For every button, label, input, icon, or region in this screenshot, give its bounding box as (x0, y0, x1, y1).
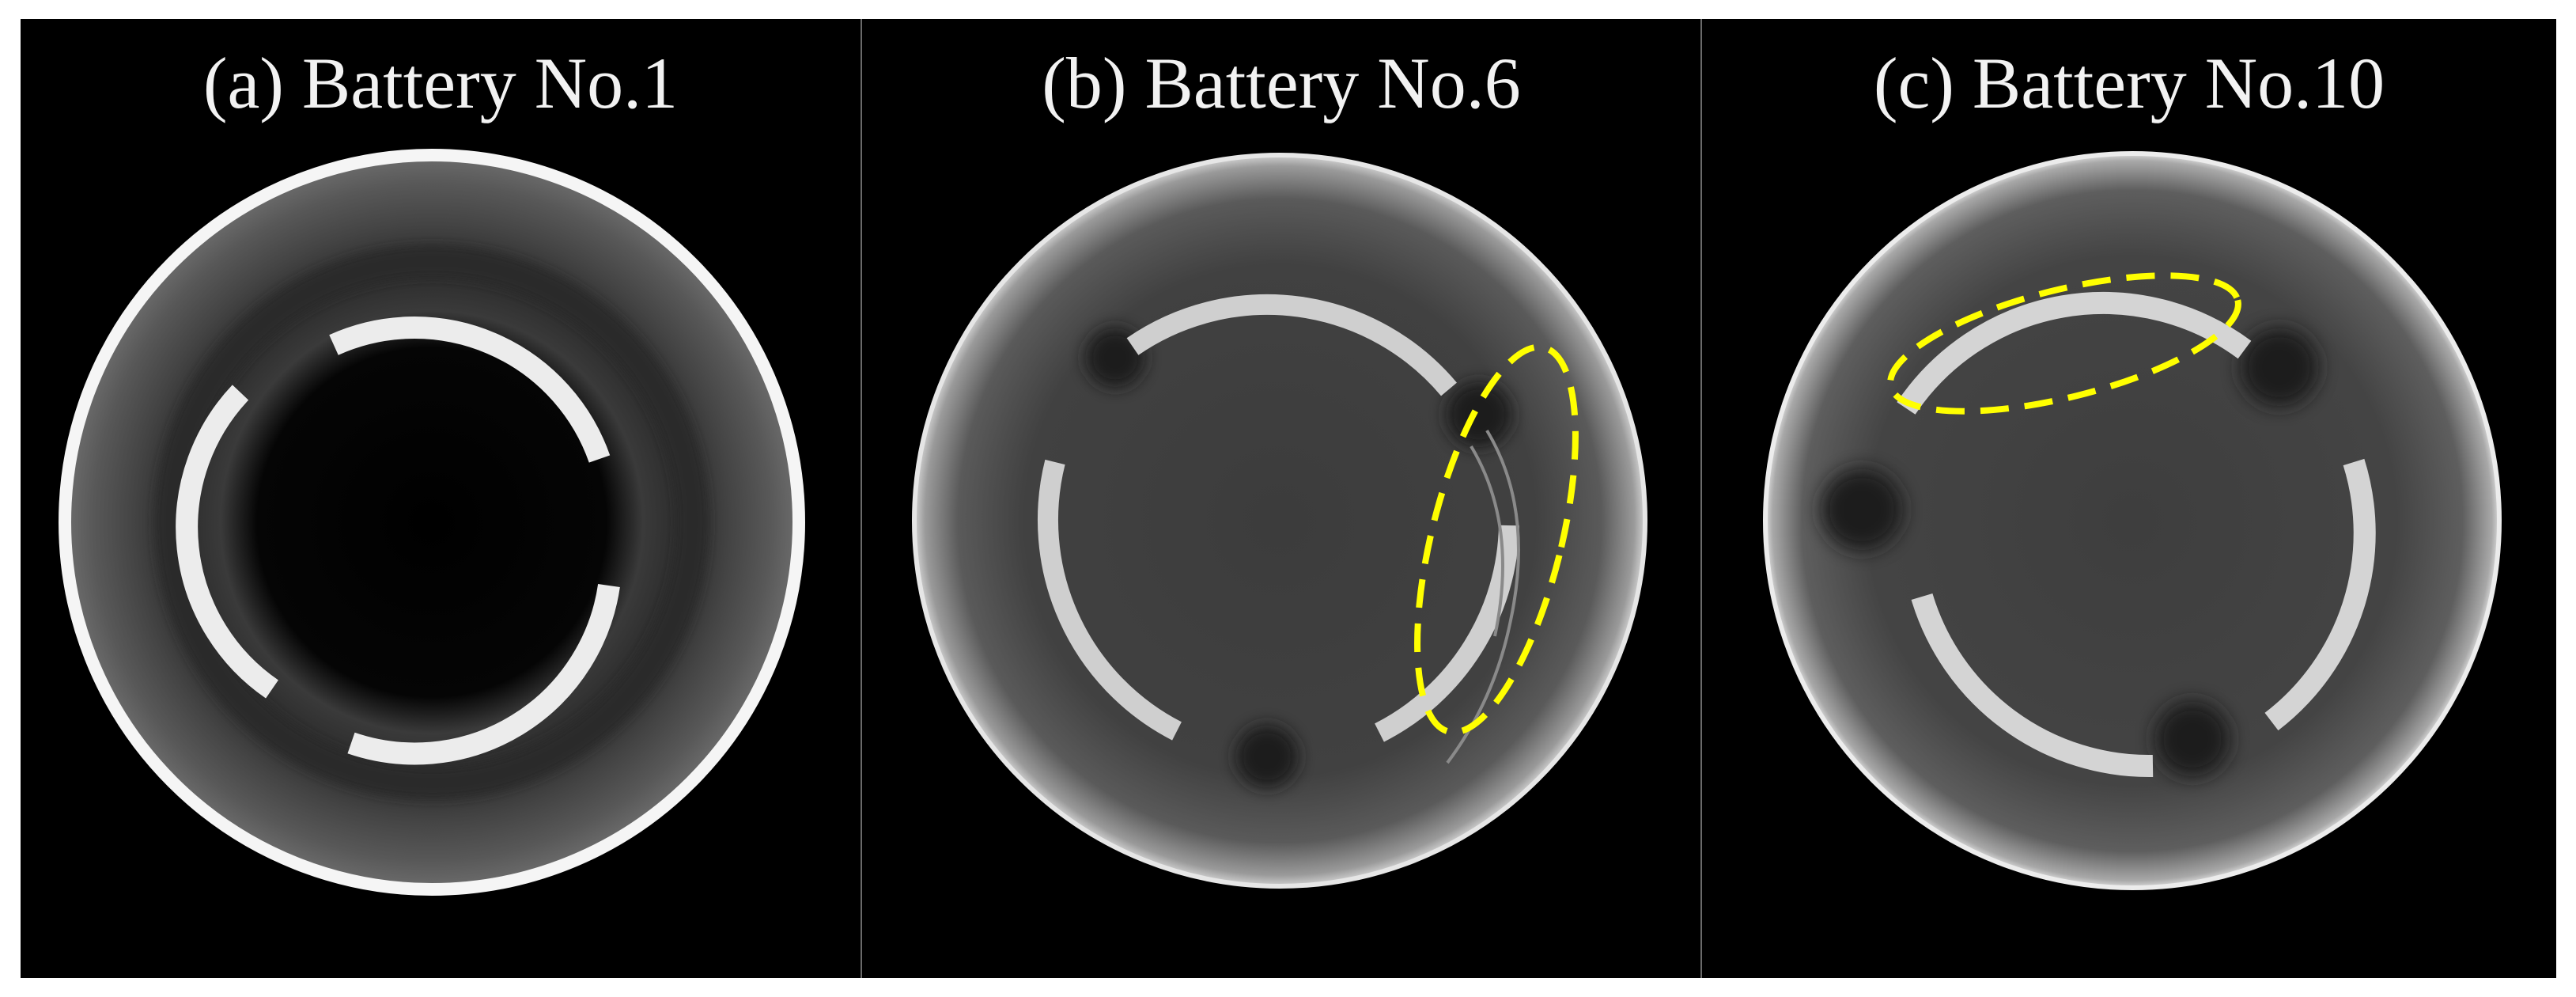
panel-b: (b) Battery No.6 (862, 19, 1700, 978)
ct-image-battery-10 (1763, 151, 2502, 890)
defect-marker-ellipse (1887, 272, 2241, 415)
electrode-tab-top (1126, 294, 1457, 396)
electrode-tab-bottom (347, 583, 620, 765)
ct-image-battery-6 (912, 153, 1647, 889)
outer-casing-ring (59, 149, 805, 896)
panel-divider (1700, 19, 1702, 978)
panel-a-caption: (a) Battery No.1 (202, 43, 679, 123)
electrode-tab-left (1037, 459, 1182, 741)
electrode-tabs (1037, 294, 1519, 742)
panel-c: (c) Battery No.10 (1702, 19, 2556, 978)
electrode-tab-bottom (1911, 593, 2154, 778)
winding-band (155, 245, 709, 799)
electrode-tab-left (176, 385, 278, 699)
panel-c-caption: (c) Battery No.10 (1873, 43, 2385, 123)
ct-image-battery-1 (59, 149, 805, 896)
panel-divider (861, 19, 862, 978)
electrode-tab-right (2264, 458, 2376, 731)
battery-cross-section (1765, 154, 2499, 888)
electrode-tabs (176, 317, 620, 765)
panel-b-caption: (b) Battery No.6 (1042, 43, 1521, 123)
outer-casing-ring (912, 153, 1647, 889)
electrode-tab-top (329, 317, 611, 463)
panel-a: (a) Battery No.1 (21, 19, 861, 978)
electrode-tab-top (1897, 291, 2252, 415)
outer-casing-ring (1763, 151, 2502, 890)
defect-marker-ellipse (1414, 343, 1579, 736)
tab-gaps (1821, 328, 2319, 777)
electrode-tab-right (1375, 525, 1519, 742)
electrode-tabs (1897, 291, 2376, 778)
